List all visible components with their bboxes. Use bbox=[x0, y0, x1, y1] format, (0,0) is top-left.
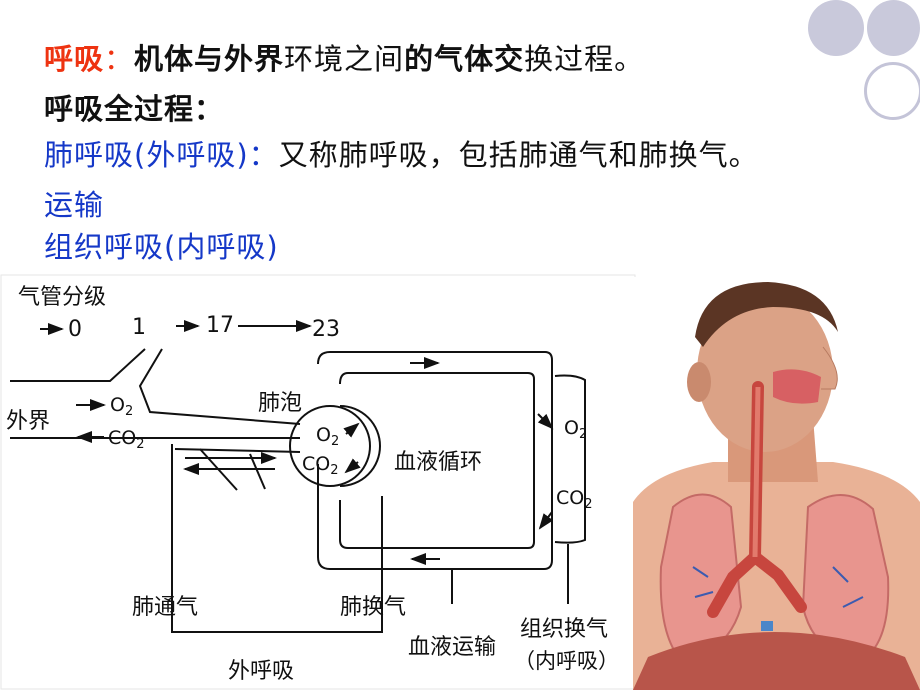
airway-generation-17: 17 bbox=[206, 313, 234, 338]
subtitle-process: 呼吸全过程： bbox=[44, 92, 225, 126]
pulmonary-ventilation-label: 肺通气 bbox=[132, 595, 198, 620]
definition-line: 呼吸：机体与外界环境之间的气体交换过程。 bbox=[44, 36, 644, 78]
airway-generation-23: 23 bbox=[312, 317, 340, 342]
co2-symbol: CO bbox=[302, 453, 330, 475]
airway-generation-1: 1 bbox=[132, 315, 146, 340]
alveolus-label: 肺泡 bbox=[258, 391, 302, 416]
decor-circle bbox=[864, 62, 920, 120]
co2-subscript: 2 bbox=[330, 463, 338, 478]
co2-alveolus-label: CO2 bbox=[302, 453, 339, 478]
stage-external-desc: 又称肺呼吸，包括肺通气和肺换气。 bbox=[278, 138, 759, 172]
external-respiration-label: 外呼吸 bbox=[228, 659, 294, 684]
definition-part2: 环境之间 bbox=[284, 42, 405, 76]
o2-subscript: 2 bbox=[331, 434, 339, 449]
stage-transport: 运输 bbox=[44, 188, 105, 222]
o2-symbol: O bbox=[110, 394, 125, 416]
respiration-diagram: 气管分级 0 1 17 23 外界 O2 CO2 肺泡 O2 CO2 血液循环 … bbox=[0, 274, 636, 690]
decor-circle bbox=[808, 0, 864, 56]
co2-symbol: CO bbox=[556, 487, 584, 509]
o2-tissue-label: O2 bbox=[564, 417, 587, 442]
blood-circulation-label: 血液循环 bbox=[394, 450, 482, 475]
definition-part1: 机体与外界 bbox=[134, 42, 285, 76]
co2-subscript: 2 bbox=[584, 497, 592, 512]
definition-part4: 换过程。 bbox=[524, 42, 645, 76]
o2-subscript: 2 bbox=[125, 404, 133, 419]
pulmonary-gas-exchange-label: 肺换气 bbox=[340, 595, 406, 620]
o2-outside-label: O2 bbox=[110, 394, 133, 419]
internal-respiration-label: （内呼吸） bbox=[514, 649, 619, 673]
co2-subscript: 2 bbox=[136, 437, 144, 452]
decor-circle bbox=[867, 0, 920, 56]
stage-internal: 组织呼吸(内呼吸) bbox=[44, 230, 279, 264]
airway-generation-title: 气管分级 bbox=[18, 285, 106, 310]
co2-symbol: CO bbox=[108, 427, 136, 449]
co2-tissue-label: CO2 bbox=[556, 487, 593, 512]
respiratory-anatomy-illustration bbox=[633, 277, 920, 690]
stage-external: 肺呼吸(外呼吸)：又称肺呼吸，包括肺通气和肺换气。 bbox=[44, 132, 759, 174]
stage-external-name: 肺呼吸(外呼吸)： bbox=[44, 138, 279, 172]
o2-symbol: O bbox=[316, 424, 331, 446]
o2-alveolus-label: O2 bbox=[316, 424, 339, 449]
term-colon: ： bbox=[104, 42, 135, 76]
co2-outside-label: CO2 bbox=[108, 427, 145, 452]
blood-transport-label: 血液运输 bbox=[408, 635, 496, 660]
tissue-gas-exchange-label: 组织换气 bbox=[520, 617, 608, 642]
o2-symbol: O bbox=[564, 417, 579, 439]
o2-subscript: 2 bbox=[579, 427, 587, 442]
outside-label: 外界 bbox=[6, 409, 50, 434]
term-breathing: 呼吸 bbox=[44, 42, 105, 76]
airway-generation-0: 0 bbox=[68, 317, 82, 342]
definition-part3: 的气体交 bbox=[404, 42, 525, 76]
